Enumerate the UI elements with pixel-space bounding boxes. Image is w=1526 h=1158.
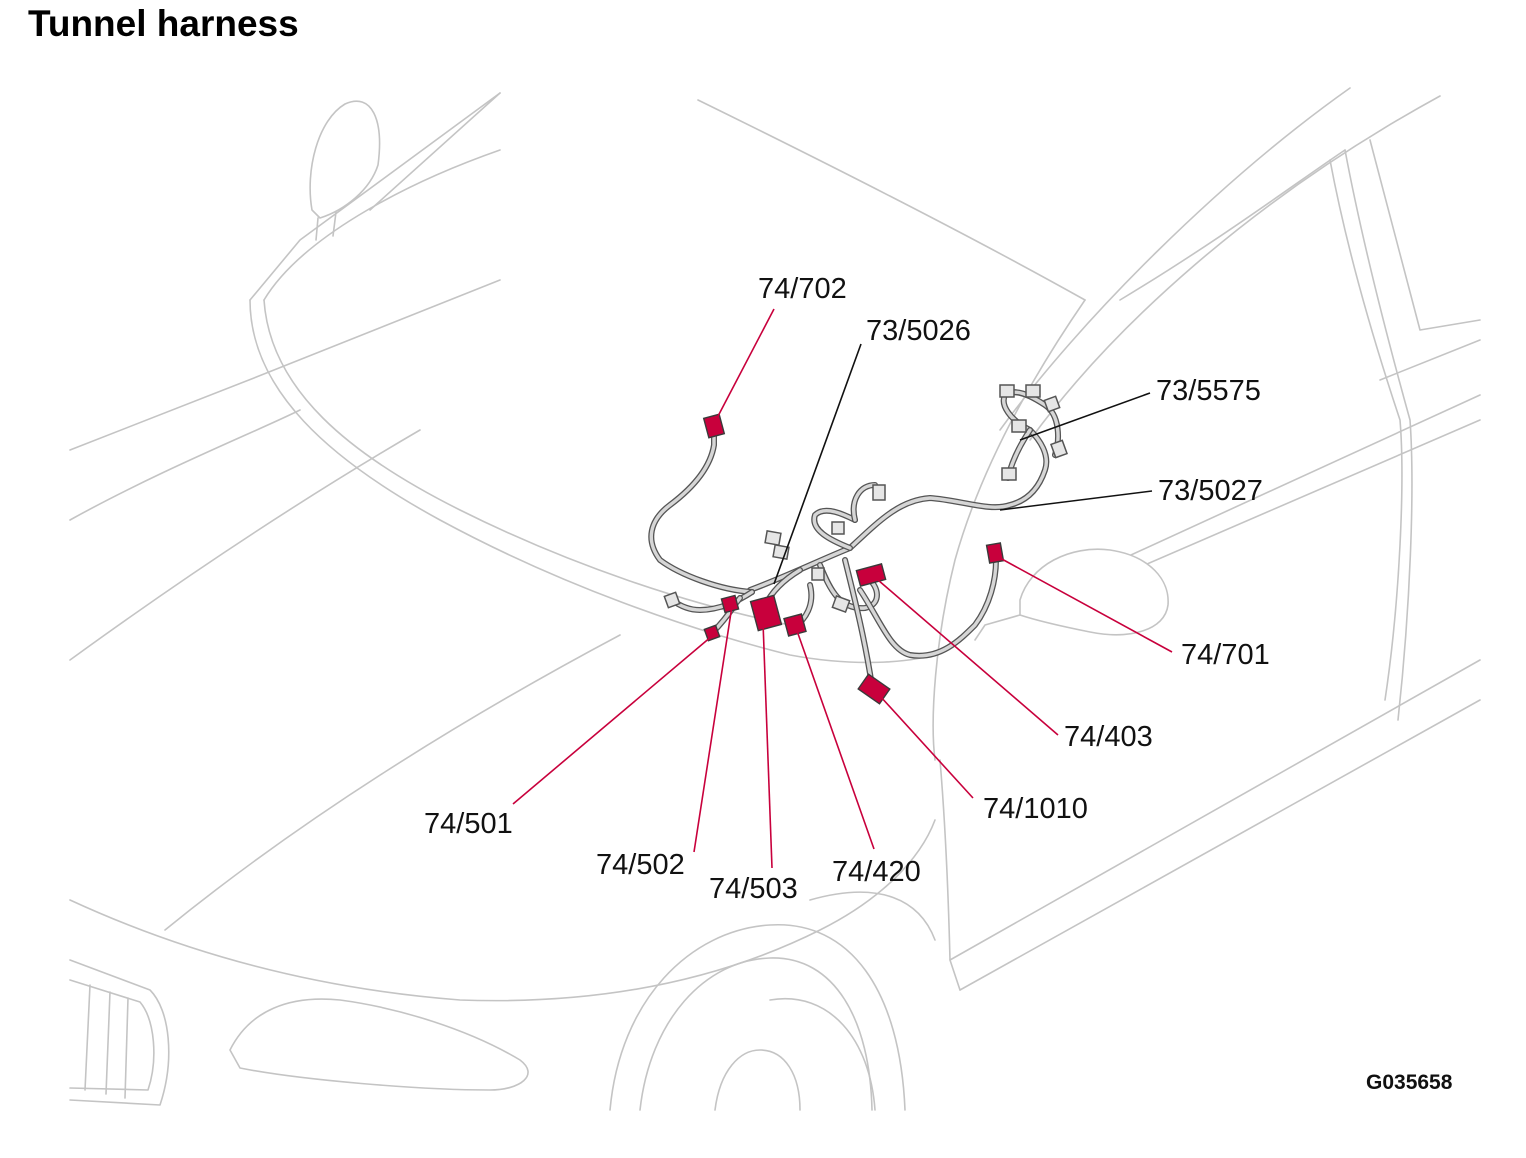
connector-74-503 bbox=[749, 594, 783, 632]
leader-74-701 bbox=[999, 557, 1173, 653]
callout-74-702: 74/702 bbox=[758, 273, 847, 305]
leader-73-5575 bbox=[1019, 392, 1151, 441]
grey-plug bbox=[1001, 467, 1017, 481]
dashboard-outline bbox=[263, 149, 501, 301]
car-outline bbox=[69, 87, 1481, 1111]
door-outline bbox=[1329, 159, 1403, 701]
leader-74-702 bbox=[715, 308, 775, 421]
callout-73-5027: 73/5027 bbox=[1158, 475, 1263, 507]
diagram-title: Tunnel harness bbox=[28, 3, 299, 44]
callout-74-403: 74/403 bbox=[1064, 721, 1153, 753]
connector-74-420 bbox=[783, 613, 807, 637]
callout-74-420: 74/420 bbox=[832, 856, 921, 888]
headlight-outline bbox=[229, 998, 529, 1091]
grey-plug bbox=[831, 521, 845, 535]
windshield-outline bbox=[697, 99, 1086, 301]
figure-code: G035658 bbox=[1366, 1071, 1453, 1094]
grille-outline bbox=[69, 959, 170, 1106]
connector-74-702 bbox=[702, 413, 726, 439]
grey-plug bbox=[764, 530, 782, 546]
callout-74-502: 74/502 bbox=[596, 849, 685, 881]
hood-outline bbox=[69, 279, 501, 451]
callout-74-701: 74/701 bbox=[1181, 639, 1270, 671]
callout-74-503: 74/503 bbox=[709, 873, 798, 905]
grey-plug bbox=[999, 384, 1015, 398]
callout-labels: 74/702 73/5026 73/5575 73/5027 74/701 74… bbox=[424, 273, 1270, 905]
connector-74-501 bbox=[703, 624, 721, 642]
connector-74-701 bbox=[985, 542, 1005, 564]
leader-73-5026 bbox=[773, 343, 862, 585]
grey-plug bbox=[831, 595, 851, 613]
right-mirror-outline bbox=[1019, 548, 1169, 636]
leader-74-1010 bbox=[879, 695, 974, 799]
grey-plug bbox=[663, 591, 681, 609]
callout-73-5026: 73/5026 bbox=[866, 315, 971, 347]
connector-74-1010 bbox=[857, 673, 891, 705]
callout-74-1010: 74/1010 bbox=[983, 793, 1088, 825]
grey-plug bbox=[1025, 384, 1041, 398]
front-wheel-outline bbox=[609, 924, 906, 1111]
tunnel-harness bbox=[648, 384, 1068, 689]
leader-74-403 bbox=[877, 579, 1059, 736]
connector-74-502 bbox=[720, 594, 740, 614]
leader-74-420 bbox=[795, 627, 875, 850]
leader-74-502 bbox=[693, 605, 733, 853]
callout-73-5575: 73/5575 bbox=[1156, 375, 1261, 407]
left-mirror-outline bbox=[309, 100, 381, 219]
leader-74-503 bbox=[762, 621, 773, 869]
leader-lines bbox=[512, 308, 1173, 869]
leader-73-5027 bbox=[999, 490, 1153, 511]
leader-74-501 bbox=[512, 635, 713, 805]
grey-plug bbox=[772, 544, 790, 560]
callout-74-501: 74/501 bbox=[424, 808, 513, 840]
grey-plug bbox=[1050, 439, 1068, 459]
grey-plug bbox=[811, 567, 825, 581]
harness-trunk bbox=[747, 427, 1050, 593]
grey-plug bbox=[1011, 419, 1027, 433]
grey-plug bbox=[1043, 395, 1061, 413]
grey-plug bbox=[872, 484, 886, 501]
harness-branches bbox=[762, 389, 1061, 689]
connectors bbox=[702, 413, 1005, 705]
grey-plugs bbox=[663, 384, 1068, 613]
